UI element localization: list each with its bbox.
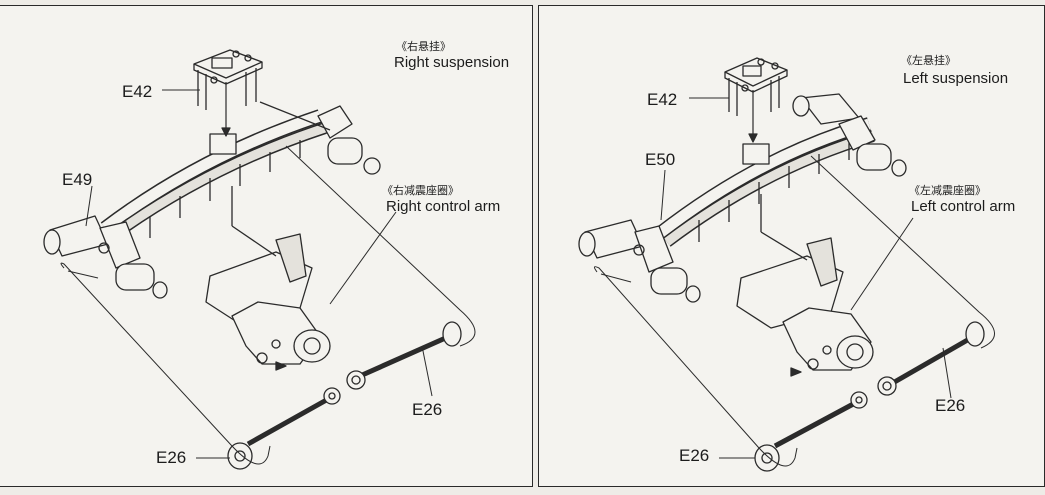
leaf-spring — [654, 117, 875, 247]
part-label-rod-top: E26 — [935, 396, 966, 415]
spring-mount — [193, 49, 263, 137]
right-suspension-title-cn: 《右悬挂》 — [396, 40, 451, 53]
left-suspension-title: Left suspension — [903, 70, 1009, 87]
left-control-arm-title-cn: 《左减震座圈》 — [909, 184, 986, 197]
right-control-arm-title-cn: 《右减震座圈》 — [382, 184, 459, 197]
right-suspension-title: Right suspension — [394, 54, 510, 71]
part-label-rod-bottom: E26 — [156, 448, 187, 467]
right-suspension-panel: 《右悬挂》 Right suspension 《右减震座圈》 Right con… — [0, 5, 533, 487]
part-label-shock: E49 — [62, 170, 93, 189]
spring-mount — [724, 57, 788, 143]
control-rods — [227, 321, 462, 470]
left-suspension-drawing — [578, 57, 995, 472]
part-label-rod-top: E26 — [412, 400, 443, 419]
left-suspension-panel: 《左悬挂》 Left suspension 《左减震座圈》 Left contr… — [538, 5, 1045, 487]
guide-lines — [593, 155, 995, 467]
shock-left — [578, 219, 701, 303]
right-suspension-drawing — [43, 49, 476, 470]
part-label-rod-bottom: E26 — [679, 446, 710, 465]
part-label-mount: E42 — [647, 90, 678, 109]
shock-left — [43, 215, 168, 299]
part-label-mount: E42 — [122, 82, 153, 101]
leaf-spring — [100, 109, 327, 239]
right-control-arm-title: Right control arm — [386, 198, 501, 215]
left-control-arm-title: Left control arm — [911, 198, 1016, 215]
axle-housing — [205, 186, 331, 371]
part-label-shock: E50 — [645, 150, 676, 169]
shock-upper — [259, 101, 381, 175]
shock-upper — [792, 93, 907, 177]
control-rods — [754, 321, 985, 472]
guide-lines — [60, 145, 476, 465]
axle-housing — [736, 194, 874, 377]
left-suspension-title-cn: 《左悬挂》 — [901, 54, 956, 67]
